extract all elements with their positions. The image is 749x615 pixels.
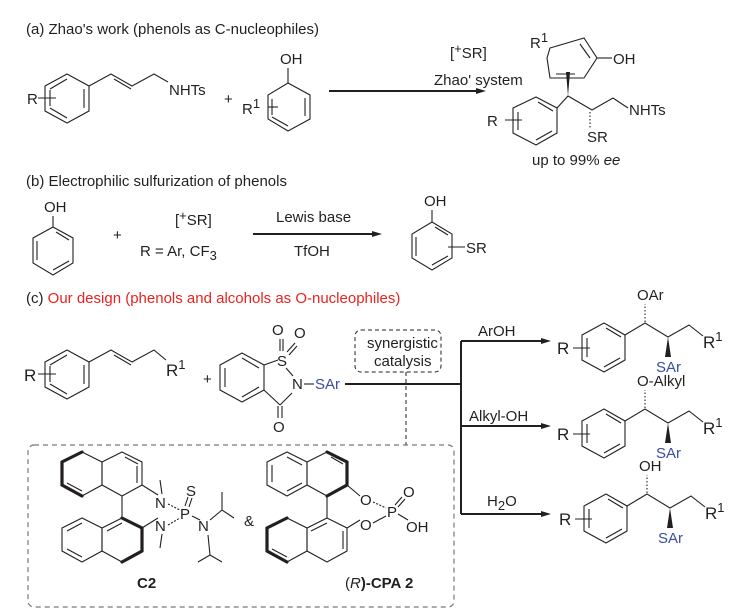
arrowhead-alkyloh: [541, 423, 551, 429]
phenol-b: OH: [32, 199, 74, 276]
product-r1: R1: [705, 500, 725, 523]
zhao-system-label: Zhao' system: [434, 72, 523, 89]
c2-n1: N: [155, 495, 166, 512]
reagent-sr-b: [+SR]: [175, 208, 212, 229]
reagent-sar: SAr: [315, 376, 340, 393]
product-nhts: NHTs: [629, 102, 666, 119]
phenol-r1: R1: [242, 96, 260, 118]
allyl-substrate: R R1: [24, 349, 186, 400]
cpa-p: P: [387, 504, 397, 521]
cpa-o1: O: [360, 492, 372, 509]
catalysis-line1: synergistic: [367, 335, 438, 352]
reagent-o1: O: [272, 322, 284, 339]
product-r: R: [559, 510, 571, 529]
c2-s: S: [186, 483, 196, 500]
product-oh: OH: [613, 51, 636, 68]
reagent-n: N: [292, 376, 303, 393]
product-r1: R1: [703, 415, 723, 438]
reagent-sr-label: [+SR]: [450, 41, 487, 62]
branch-reagent-aroh: ArOH: [478, 323, 516, 340]
plus-sign: +: [224, 91, 233, 108]
reagent-o3: O: [273, 419, 285, 436]
reagent-o2: O: [294, 325, 306, 342]
c2-p: P: [180, 506, 190, 523]
plus-sign-c: +: [203, 371, 212, 388]
saccharin-sulfenylating-reagent: S O O N SAr O: [219, 322, 340, 436]
product-oh: OH: [639, 458, 662, 475]
cpa-o3: O: [403, 484, 415, 501]
lewis-base-label: Lewis base: [276, 209, 351, 226]
catalyst-cpa2: O O P O OH (R)-CPA 2: [265, 450, 429, 592]
arrowhead-aroh: [541, 338, 551, 344]
substrate-c-r: R: [24, 366, 36, 385]
product-b-sr: SR: [466, 240, 487, 257]
section-b-title: (b) Electrophilic sulfurization of pheno…: [26, 173, 287, 190]
product-r: R: [487, 113, 498, 130]
tfoh-label: TfOH: [294, 243, 330, 260]
section-c-title: (c) Our design (phenols and alcohols as …: [26, 290, 400, 307]
catalysis-line2: catalysis: [374, 353, 432, 370]
product-r1: R1: [530, 30, 548, 52]
product-sar: SAr: [656, 445, 681, 462]
cpa-o2: O: [360, 517, 372, 534]
phenol-oh: OH: [280, 51, 303, 68]
product-alkyl-ether: R O-Alkyl SAr R1: [557, 373, 723, 462]
product-oalkyl: O-Alkyl: [637, 373, 685, 390]
reagent-s: S: [277, 353, 287, 370]
sulfurized-phenol-product: OH SR: [411, 193, 487, 271]
substrate-c-r1: R1: [166, 357, 186, 380]
branch-reagent-water: H2O: [487, 493, 517, 513]
c2-n2: N: [155, 518, 166, 535]
product-r: R: [557, 339, 569, 358]
phenol-b-oh: OH: [44, 199, 67, 216]
arrowhead-b: [372, 231, 382, 237]
nhts-label: NHTs: [169, 82, 206, 99]
catalyst-c2: N N P S N C2: [60, 450, 235, 592]
product-sr: SR: [587, 129, 608, 146]
cpa-oh: OH: [406, 519, 429, 536]
catalyst-box: [27, 444, 455, 608]
product-aryl-ether: R OAr SAr R1: [557, 287, 723, 376]
catalyst-c2-label: C2: [137, 575, 156, 592]
plus-sign-b: +: [113, 227, 122, 244]
catalyst-cpa2-label: (R)-CPA 2: [345, 575, 413, 592]
product-oar: OAr: [637, 287, 664, 304]
branch-reagent-alkyloh: Alkyl-OH: [469, 408, 528, 425]
product-alcohol: R OH SAr R1: [559, 458, 725, 547]
arrowhead-a: [476, 88, 486, 94]
ee-label: up to 99% ee: [532, 152, 620, 169]
substrate-r: R: [27, 91, 38, 108]
ampersand: &: [244, 513, 254, 530]
product-sar: SAr: [658, 530, 683, 547]
r-definition: R = Ar, CF3: [140, 243, 217, 263]
synergistic-catalysis-box: [354, 329, 442, 373]
product-sar: SAr: [656, 359, 681, 376]
section-a-title: (a) Zhao's work (phenols as C-nucleophil…: [26, 21, 319, 38]
product-b-oh: OH: [424, 193, 447, 210]
phenol-reactant: OH R1: [242, 51, 311, 132]
zhao-product: OH R1 R SR NHTs: [487, 30, 666, 146]
product-r1: R1: [703, 329, 723, 352]
product-r: R: [557, 425, 569, 444]
c2-n3: N: [198, 518, 209, 535]
arrowhead-water: [541, 511, 551, 517]
cinnamyl-nhts-substrate: R NHTs: [27, 73, 206, 124]
